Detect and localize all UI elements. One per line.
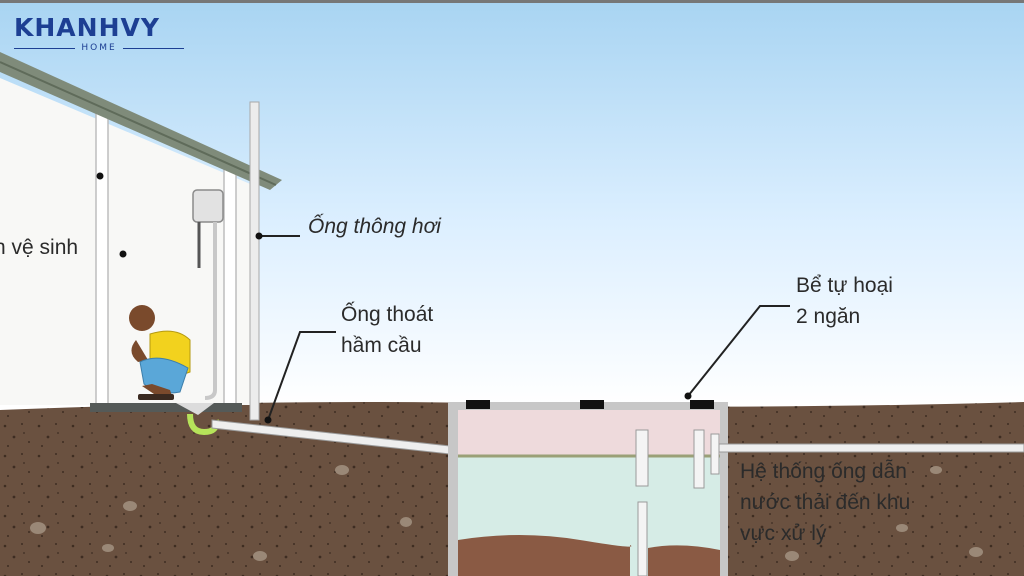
vent-pipe: [249, 101, 260, 421]
label-outlet-line2: nước thải đến khu: [740, 491, 911, 514]
house: [0, 52, 282, 412]
label-drain-pipe-line1: Ống thoát: [341, 303, 434, 326]
leader-lines: [259, 235, 790, 421]
person-icon: [129, 305, 191, 400]
brand-name: KHANHVY: [14, 13, 160, 42]
brand-logo: KHANHVY HOME: [14, 14, 204, 53]
label-toilet: h vệ sinh: [0, 236, 79, 259]
septic-tank: [448, 400, 728, 576]
flush-tank: [192, 189, 224, 400]
label-outlet-line3: vực xử lý: [740, 522, 827, 545]
leader-dots: [96, 172, 692, 424]
outlet-pipe: [718, 443, 1024, 453]
label-vent-pipe: Ống thông hơi: [308, 215, 441, 238]
label-septic-line1: Bể tự hoại: [796, 274, 893, 297]
label-septic-line2: 2 ngăn: [796, 305, 861, 328]
sludge: [458, 535, 632, 576]
label-drain-pipe-line2: hầm cầu: [341, 334, 422, 357]
brand-tagline-row: HOME: [14, 43, 184, 53]
partition-wall: [637, 501, 648, 576]
soil-stones: [30, 465, 983, 561]
label-outlet-line1: Hệ thống ống dẫn: [740, 460, 907, 483]
floor-slab: [90, 403, 242, 412]
brand-tagline: HOME: [81, 43, 117, 53]
